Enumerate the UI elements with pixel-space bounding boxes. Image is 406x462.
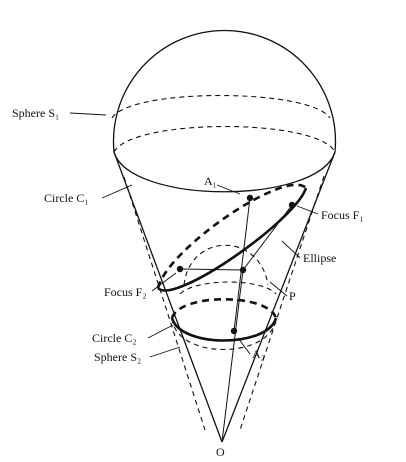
point-p [239,266,247,274]
ellipse-upper-back [156,183,307,289]
point-focus-f2 [176,265,184,273]
circle-c1-back [113,126,336,153]
line-f1-p [242,204,293,271]
line-p-o [221,269,244,443]
leader-focus-f2 [151,272,177,292]
line-f2-p [179,268,244,271]
leader-ellipse [281,240,301,259]
circle-c1-front [113,151,336,193]
label-focus-f1: Focus F₁ [321,208,364,222]
label-circle-c1: Circle C₁ [44,191,89,205]
leader-sphere-s2 [149,346,181,358]
leader-a1 [216,184,241,195]
sphere-s2-outline-upper [183,244,269,286]
label-a1: A₁ [204,174,217,188]
point-focus-f1 [288,201,296,209]
line-a1-a2 [233,197,251,332]
leader-p [269,281,288,297]
ellipse-lower-front [157,187,308,292]
circle-c2-back [170,297,278,319]
label-a2: A₂ [252,347,265,361]
cone-left-generator [113,151,223,443]
label-circle-c2: Circle C₂ [92,331,137,345]
point-a1 [246,194,254,202]
label-sphere-s1: Sphere S₁ [12,106,59,120]
leader-circle-c1 [101,184,133,199]
label-focus-f2: Focus F₂ [104,285,147,299]
leader-a2 [237,337,251,355]
sphere-s2-outline-lower [171,317,277,351]
label-sphere-s2: Sphere S₂ [94,350,141,364]
leader-sphere-s1 [69,112,107,116]
label-p: P [289,289,296,303]
circle-c2-front [170,317,278,342]
label-ellipse: Ellipse [303,251,336,265]
sphere-s1-outline [112,29,337,153]
sphere-s1-hidden-equator [111,94,331,119]
label-o: O [216,445,225,459]
cone-right-generator [221,151,336,443]
leader-circle-c2 [147,324,174,339]
leader-focus-f1 [296,205,319,215]
point-a2 [230,327,238,335]
sphere-s2-back-arc [179,281,277,295]
